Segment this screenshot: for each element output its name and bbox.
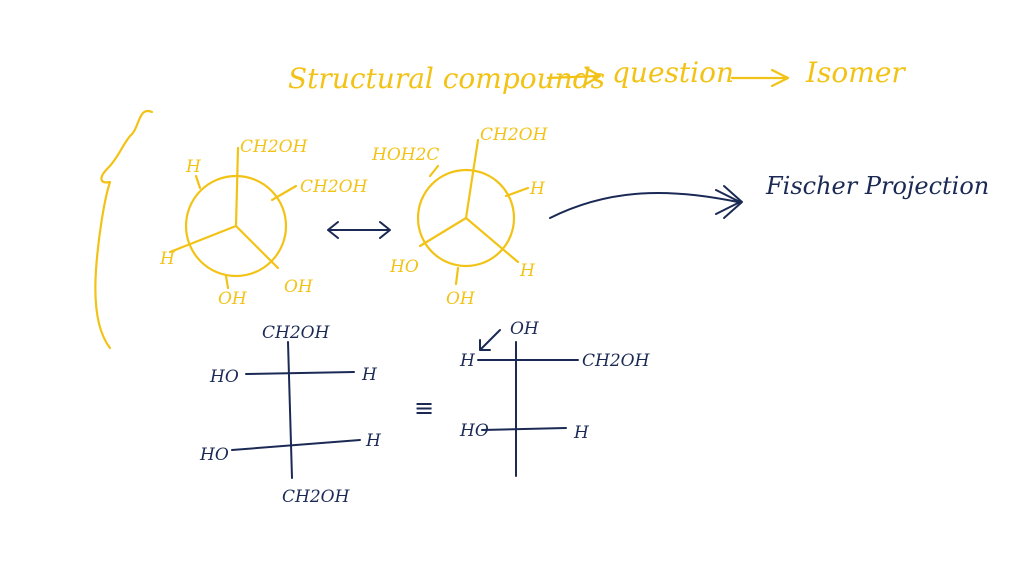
newman2-label-upper-left: HOH2C	[371, 145, 439, 165]
header-arrow-2	[730, 68, 790, 88]
fischer1-upper-horizontal	[245, 371, 355, 375]
fischer1-label-upper-right: H	[361, 365, 378, 385]
newman1-bond-top	[234, 146, 240, 228]
newman2-label-bottom: OH	[446, 289, 476, 309]
newman-projection-2: CH2OH HOH2C H HO OH H	[371, 125, 549, 309]
newman2-bond-right	[504, 186, 530, 198]
fischer1-label-bottom: CH2OH	[282, 487, 351, 507]
fischer-projection-label: Fischer Projection	[765, 172, 989, 200]
newman1-label-left: H	[159, 249, 176, 269]
fischer1-label-lower-right: H	[365, 431, 382, 451]
fischer1-vertical	[287, 341, 293, 479]
newman1-bond-bottom-right	[234, 224, 280, 270]
fischer2-label-lower-left: HO	[459, 421, 489, 441]
newman2-bond-top	[464, 138, 480, 220]
newman1-label-bottom-right: OH	[284, 277, 314, 297]
newman2-bond-lower-right	[464, 216, 520, 264]
newman1-bond-upper-left	[194, 174, 202, 190]
fischer-projection-2: OH H CH2OH HO H	[459, 319, 651, 477]
fischer2-label-top: OH	[510, 319, 540, 339]
header-arrow-1	[546, 66, 602, 86]
newman1-label-top: CH2OH	[240, 137, 309, 157]
newman1-bond-right	[270, 184, 298, 202]
fischer2-lower-horizontal	[481, 427, 567, 431]
fischer2-label-upper-right: CH2OH	[582, 351, 651, 371]
curved-arrow-to-fischer	[549, 185, 743, 219]
header-question: question	[612, 56, 734, 89]
newman2-bond-upper-left	[428, 164, 440, 178]
fischer2-swap-arrow	[479, 329, 501, 351]
newman1-label-upper-left: H	[185, 157, 202, 177]
newman2-label-bottom-right: H	[519, 261, 536, 281]
newman-projection-1: CH2OH H CH2OH H OH OH	[159, 137, 369, 309]
header-isomer: Isomer	[805, 56, 906, 89]
fischer2-label-lower-right: H	[573, 423, 590, 443]
newman1-label-bottom-left: OH	[218, 289, 248, 309]
newman1-label-right: CH2OH	[300, 177, 369, 197]
newman2-label-top: CH2OH	[480, 125, 549, 145]
newman2-bond-lower-left	[418, 216, 468, 248]
newman1-bond-bottom-left	[224, 274, 230, 290]
fischer1-label-lower-left: HO	[199, 445, 229, 465]
newman2-label-right: H	[529, 179, 546, 199]
fischer-projection-1: CH2OH HO H HO H CH2OH	[199, 323, 382, 507]
resonance-double-arrow	[327, 221, 391, 239]
fischer2-label-upper-left: H	[459, 351, 476, 371]
equivalence-symbol: ≡	[414, 394, 434, 422]
fischer1-lower-horizontal	[231, 439, 361, 451]
fischer1-label-top: CH2OH	[262, 323, 331, 343]
newman2-label-bottom-left: HO	[389, 257, 419, 277]
newman2-bond-bottom	[454, 266, 460, 286]
newman1-bond-left	[168, 224, 238, 254]
left-brace	[94, 109, 154, 350]
fischer1-label-upper-left: HO	[209, 367, 239, 387]
newman2-circle	[416, 168, 516, 268]
newman1-circle	[184, 174, 288, 278]
